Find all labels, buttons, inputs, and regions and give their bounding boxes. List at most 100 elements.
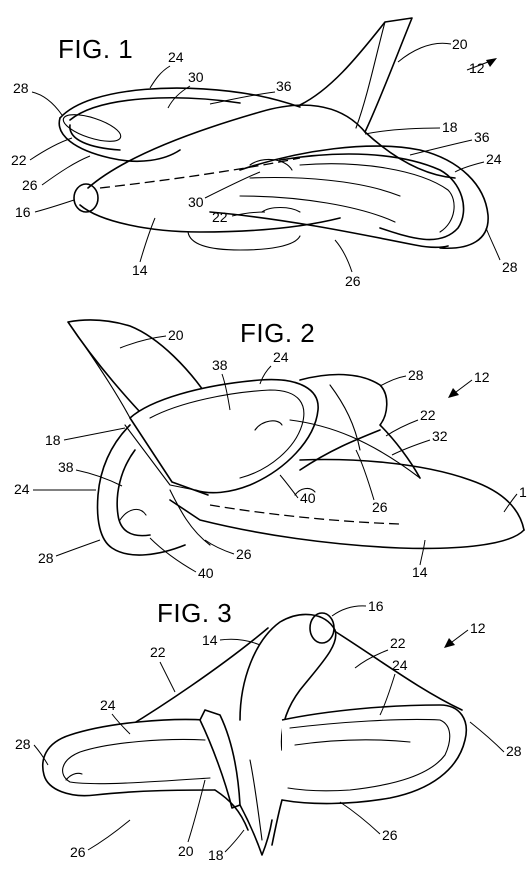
fig2-leader-28 bbox=[379, 375, 407, 387]
fig3-left-wing-tip bbox=[65, 772, 83, 781]
fig1-ref-36: 36 bbox=[276, 78, 292, 94]
fig2-leader-38 bbox=[221, 373, 231, 411]
fig2-leader-28b bbox=[55, 539, 101, 557]
fig2-left-wing-slot bbox=[119, 508, 147, 521]
fig3-leader-16 bbox=[331, 605, 367, 617]
fig1-leader-14 bbox=[139, 217, 156, 263]
fig1-leader-28 bbox=[31, 91, 63, 116]
fig2-ref-40b: 40 bbox=[198, 565, 214, 581]
fig1-right-wing-slot-b bbox=[239, 195, 396, 223]
fig2-ref-26: 26 bbox=[372, 499, 388, 515]
fig1-nose bbox=[73, 183, 99, 213]
fig2-fuselage-lower bbox=[169, 499, 525, 550]
fig2-ref-14: 14 bbox=[412, 564, 428, 580]
fig2-leader-40b bbox=[149, 537, 197, 573]
fig1-leader-26 bbox=[41, 155, 91, 186]
fig2-ref-38b: 38 bbox=[58, 459, 74, 475]
fig1-leader-36 bbox=[209, 91, 276, 105]
fig2-leader-22 bbox=[385, 419, 419, 437]
fig2-ref-22: 22 bbox=[420, 407, 436, 423]
fig3-left-wing-loop bbox=[42, 718, 216, 797]
fig1-leader-12 bbox=[466, 61, 489, 71]
fig1-leader-28b bbox=[485, 227, 501, 261]
fig2-leader-20 bbox=[119, 335, 167, 349]
fig1-leader-18 bbox=[364, 127, 441, 135]
fig1-fuselage-lower bbox=[79, 204, 341, 233]
fig2-leader-40 bbox=[279, 474, 299, 499]
fig2-upper-wing-slot bbox=[254, 420, 283, 431]
fig1-arrow-12 bbox=[486, 58, 497, 67]
fig1-leader-30 bbox=[167, 85, 191, 109]
fig2-ref-38: 38 bbox=[212, 357, 228, 373]
fig2-right-wing bbox=[299, 373, 421, 479]
fig3-ref-14: 14 bbox=[202, 632, 218, 648]
fig3-leader-18 bbox=[224, 829, 245, 853]
fig2-leader-14 bbox=[419, 539, 426, 566]
fig2-right-wing-lower bbox=[299, 429, 381, 471]
fig1-ref-26: 26 bbox=[22, 177, 38, 193]
fig2-tail-fin-edge bbox=[67, 321, 131, 419]
figure-1-title: FIG. 1 bbox=[58, 34, 133, 64]
fig3-right-wing-leading bbox=[335, 631, 463, 711]
fig2-ref-1: 1 bbox=[519, 484, 527, 500]
fig2-lower-fin bbox=[169, 489, 211, 546]
fig3-lower-body bbox=[214, 789, 283, 846]
fig1-inlet-30 bbox=[249, 158, 293, 171]
fig1-fuselage-belly bbox=[187, 231, 301, 251]
fig2-ref-18: 18 bbox=[45, 432, 61, 448]
fig3-ref-18: 18 bbox=[208, 847, 224, 863]
fig2-ref-24: 24 bbox=[273, 349, 289, 365]
fig3-ref-26: 26 bbox=[70, 844, 86, 860]
fig1-left-wing-inner bbox=[69, 97, 241, 121]
fig1-leader-16 bbox=[34, 199, 75, 213]
fig2-ref-28b: 28 bbox=[38, 550, 54, 566]
fig1-ref-18: 18 bbox=[442, 119, 458, 135]
fig1-ref-28b: 28 bbox=[502, 259, 518, 275]
fig1-ref-24: 24 bbox=[168, 49, 184, 65]
fig3-leader-24 bbox=[111, 713, 131, 735]
fig2-left-wing-inner bbox=[116, 449, 151, 537]
fig3-leader-22 bbox=[159, 661, 176, 693]
fig2-leader-1 bbox=[503, 493, 518, 513]
fig3-leader-24b bbox=[379, 673, 396, 716]
fig3-leader-12 bbox=[451, 629, 469, 643]
fig1-ref-26b: 26 bbox=[345, 273, 361, 289]
fig2-leader-32 bbox=[391, 439, 431, 456]
fig1-right-wing-inner bbox=[279, 153, 465, 241]
fig3-fuselage bbox=[239, 613, 337, 751]
fig2-ref-40: 40 bbox=[300, 490, 316, 506]
fig1-leader-26b bbox=[334, 239, 353, 273]
fig2-fuselage-upper bbox=[299, 458, 525, 531]
fig1-ref-16: 16 bbox=[15, 204, 31, 220]
fig1-leader-24b bbox=[454, 161, 485, 173]
fig1-left-wing-tip bbox=[62, 114, 122, 142]
fig3-ref-28: 28 bbox=[15, 736, 31, 752]
fig3-arrow-12 bbox=[444, 638, 455, 648]
fig1-ref-14: 14 bbox=[132, 262, 148, 278]
fig1-centerline bbox=[99, 157, 301, 189]
fig2-ref-28: 28 bbox=[408, 367, 424, 383]
fig3-right-wing-slot bbox=[294, 739, 411, 746]
fig2-ref-20: 20 bbox=[168, 327, 184, 343]
fig3-nose bbox=[309, 612, 335, 644]
figure-2: FIG. 2 20 24 38 28 12 bbox=[14, 318, 527, 581]
fig1-leader-22b bbox=[231, 211, 266, 217]
fig1-ref-30b: 30 bbox=[188, 194, 204, 210]
fig2-leader-24 bbox=[259, 365, 272, 385]
fig3-fin bbox=[199, 709, 241, 809]
fig3-ref-22b: 22 bbox=[390, 635, 406, 651]
fig1-leader-24 bbox=[149, 65, 171, 89]
fig3-leader-20 bbox=[187, 779, 206, 843]
fig3-ref-12: 12 bbox=[470, 620, 486, 636]
figure-3-title: FIG. 3 bbox=[157, 598, 232, 628]
fig2-upper-wing bbox=[129, 378, 319, 494]
fig1-tail-fin-edge bbox=[355, 21, 386, 129]
fig1-inlet-22 bbox=[261, 206, 301, 213]
fig3-right-wing-loop bbox=[281, 704, 467, 805]
fig2-left-wing bbox=[96, 424, 186, 556]
fig3-tail-keel bbox=[239, 804, 273, 856]
fig3-leader-26 bbox=[87, 819, 131, 851]
fig1-leader-22 bbox=[29, 137, 73, 161]
